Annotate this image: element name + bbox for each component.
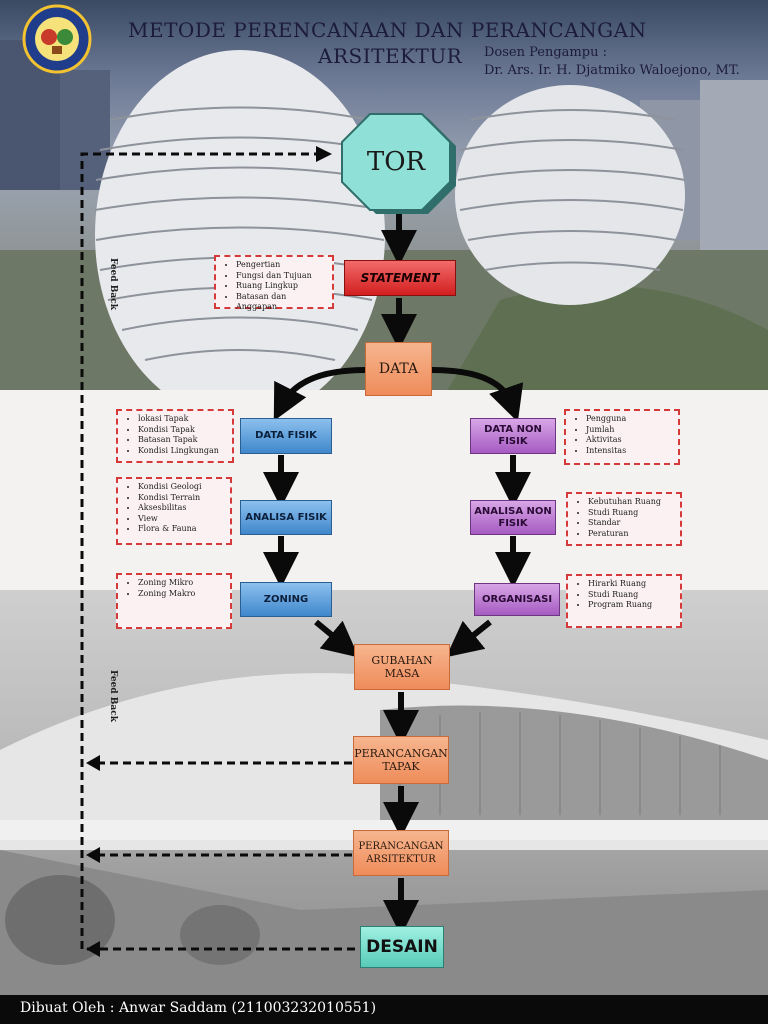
statement-node[interactable]: STATEMENT [344,260,456,296]
note-item: Aksesbilitas [138,503,226,514]
note-item: Kondisi Geologi [138,482,226,493]
note-item: Batasan Tapak [138,435,228,446]
note-statement: Pengertian Fungsi dan Tujuan Ruang Lingk… [214,255,334,311]
note-item: Pengguna [586,414,674,425]
note-item: Zoning Mikro [138,578,226,589]
page-title-line1: METODE PERENCANAAN DAN PERANCANGAN [128,18,647,42]
note-item: Fungsi dan Tujuan [236,271,328,282]
note-item: Studi Ruang [588,590,676,601]
note-zoning: Zoning Mikro Zoning Makro [116,573,232,629]
footer-bar: Dibuat Oleh : Anwar Saddam (211003232010… [0,995,768,1024]
arrow-zoning-gubahan [314,619,359,658]
note-item: Standar [588,518,676,529]
dosen-label: Dosen Pengampu : [484,45,607,60]
arrow-data-datanonfisik [431,367,524,423]
feedback-arrowhead-tapak [86,755,100,771]
perancangan-tapak-node[interactable]: PERANCANGAN TAPAK [353,736,449,784]
note-item: Kondisi Terrain [138,493,226,504]
university-logo [22,4,92,74]
analisa-fisik-node[interactable]: ANALISA FISIK [240,500,332,535]
note-item: Intensitas [586,446,674,457]
note-item: Program Ruang [588,600,676,611]
data-node[interactable]: DATA [365,342,432,396]
note-item: lokasi Tapak [138,414,228,425]
note-analisa-fisik: Kondisi Geologi Kondisi Terrain Aksesbil… [116,477,232,545]
note-analisa-non-fisik: Kebutuhan Ruang Studi Ruang Standar Pera… [566,492,682,546]
data-non-fisik-node[interactable]: DATA NON FISIK [470,418,556,454]
tor-node[interactable]: TOR [336,112,460,216]
university-seal-icon [22,4,92,74]
note-item: Kondisi Lingkungan [138,446,228,457]
desain-node[interactable]: DESAIN [360,926,444,968]
note-item: Hirarki Ruang [588,579,676,590]
feedback-label-top: Feed Back [108,258,118,310]
note-item: Jumlah [586,425,674,436]
note-item: Aktivitas [586,435,674,446]
tor-label: TOR [366,147,426,177]
gubahan-masa-node[interactable]: GUBAHAN MASA [354,644,450,690]
note-data-fisik: lokasi Tapak Kondisi Tapak Batasan Tapak… [116,409,234,463]
note-item: Flora & Fauna [138,524,226,535]
note-item: Studi Ruang [588,508,676,519]
page-title-line2: ARSITEKTUR [318,44,463,68]
analisa-non-fisik-node[interactable]: ANALISA NON FISIK [470,500,556,535]
feedback-label-bottom: Feed Back [108,670,118,722]
feedback-arrowhead-tor [316,146,332,162]
data-fisik-node[interactable]: DATA FISIK [240,418,332,454]
arrow-data-datafisik [273,367,366,422]
dosen-name: Dr. Ars. Ir. H. Djatmiko Waloejono, MT. [484,63,740,78]
note-item: Zoning Makro [138,589,226,600]
octagon-shape [341,113,456,214]
organisasi-node[interactable]: ORGANISASI [474,583,560,616]
note-item: Kondisi Tapak [138,425,228,436]
footer-author: Dibuat Oleh : Anwar Saddam (211003232010… [20,1000,377,1016]
zoning-node[interactable]: ZONING [240,582,332,617]
note-item: Kebutuhan Ruang [588,497,676,508]
note-item: View [138,514,226,525]
feedback-arrowhead-arsitektur [86,847,100,863]
note-item: Batasan dan Anggapan [236,292,328,313]
note-item: Pengertian [236,260,328,271]
feedback-loop-main [80,152,355,951]
note-organisasi: Hirarki Ruang Studi Ruang Program Ruang [566,574,682,628]
note-data-non-fisik: Pengguna Jumlah Aktivitas Intensitas [564,409,680,465]
perancangan-arsitektur-node[interactable]: PERANCANGAN ARSITEKTUR [353,830,449,876]
feedback-arrowhead-desain [86,941,100,957]
arrow-organisasi-gubahan [445,619,492,658]
note-item: Peraturan [588,529,676,540]
note-item: Ruang Lingkup [236,281,328,292]
